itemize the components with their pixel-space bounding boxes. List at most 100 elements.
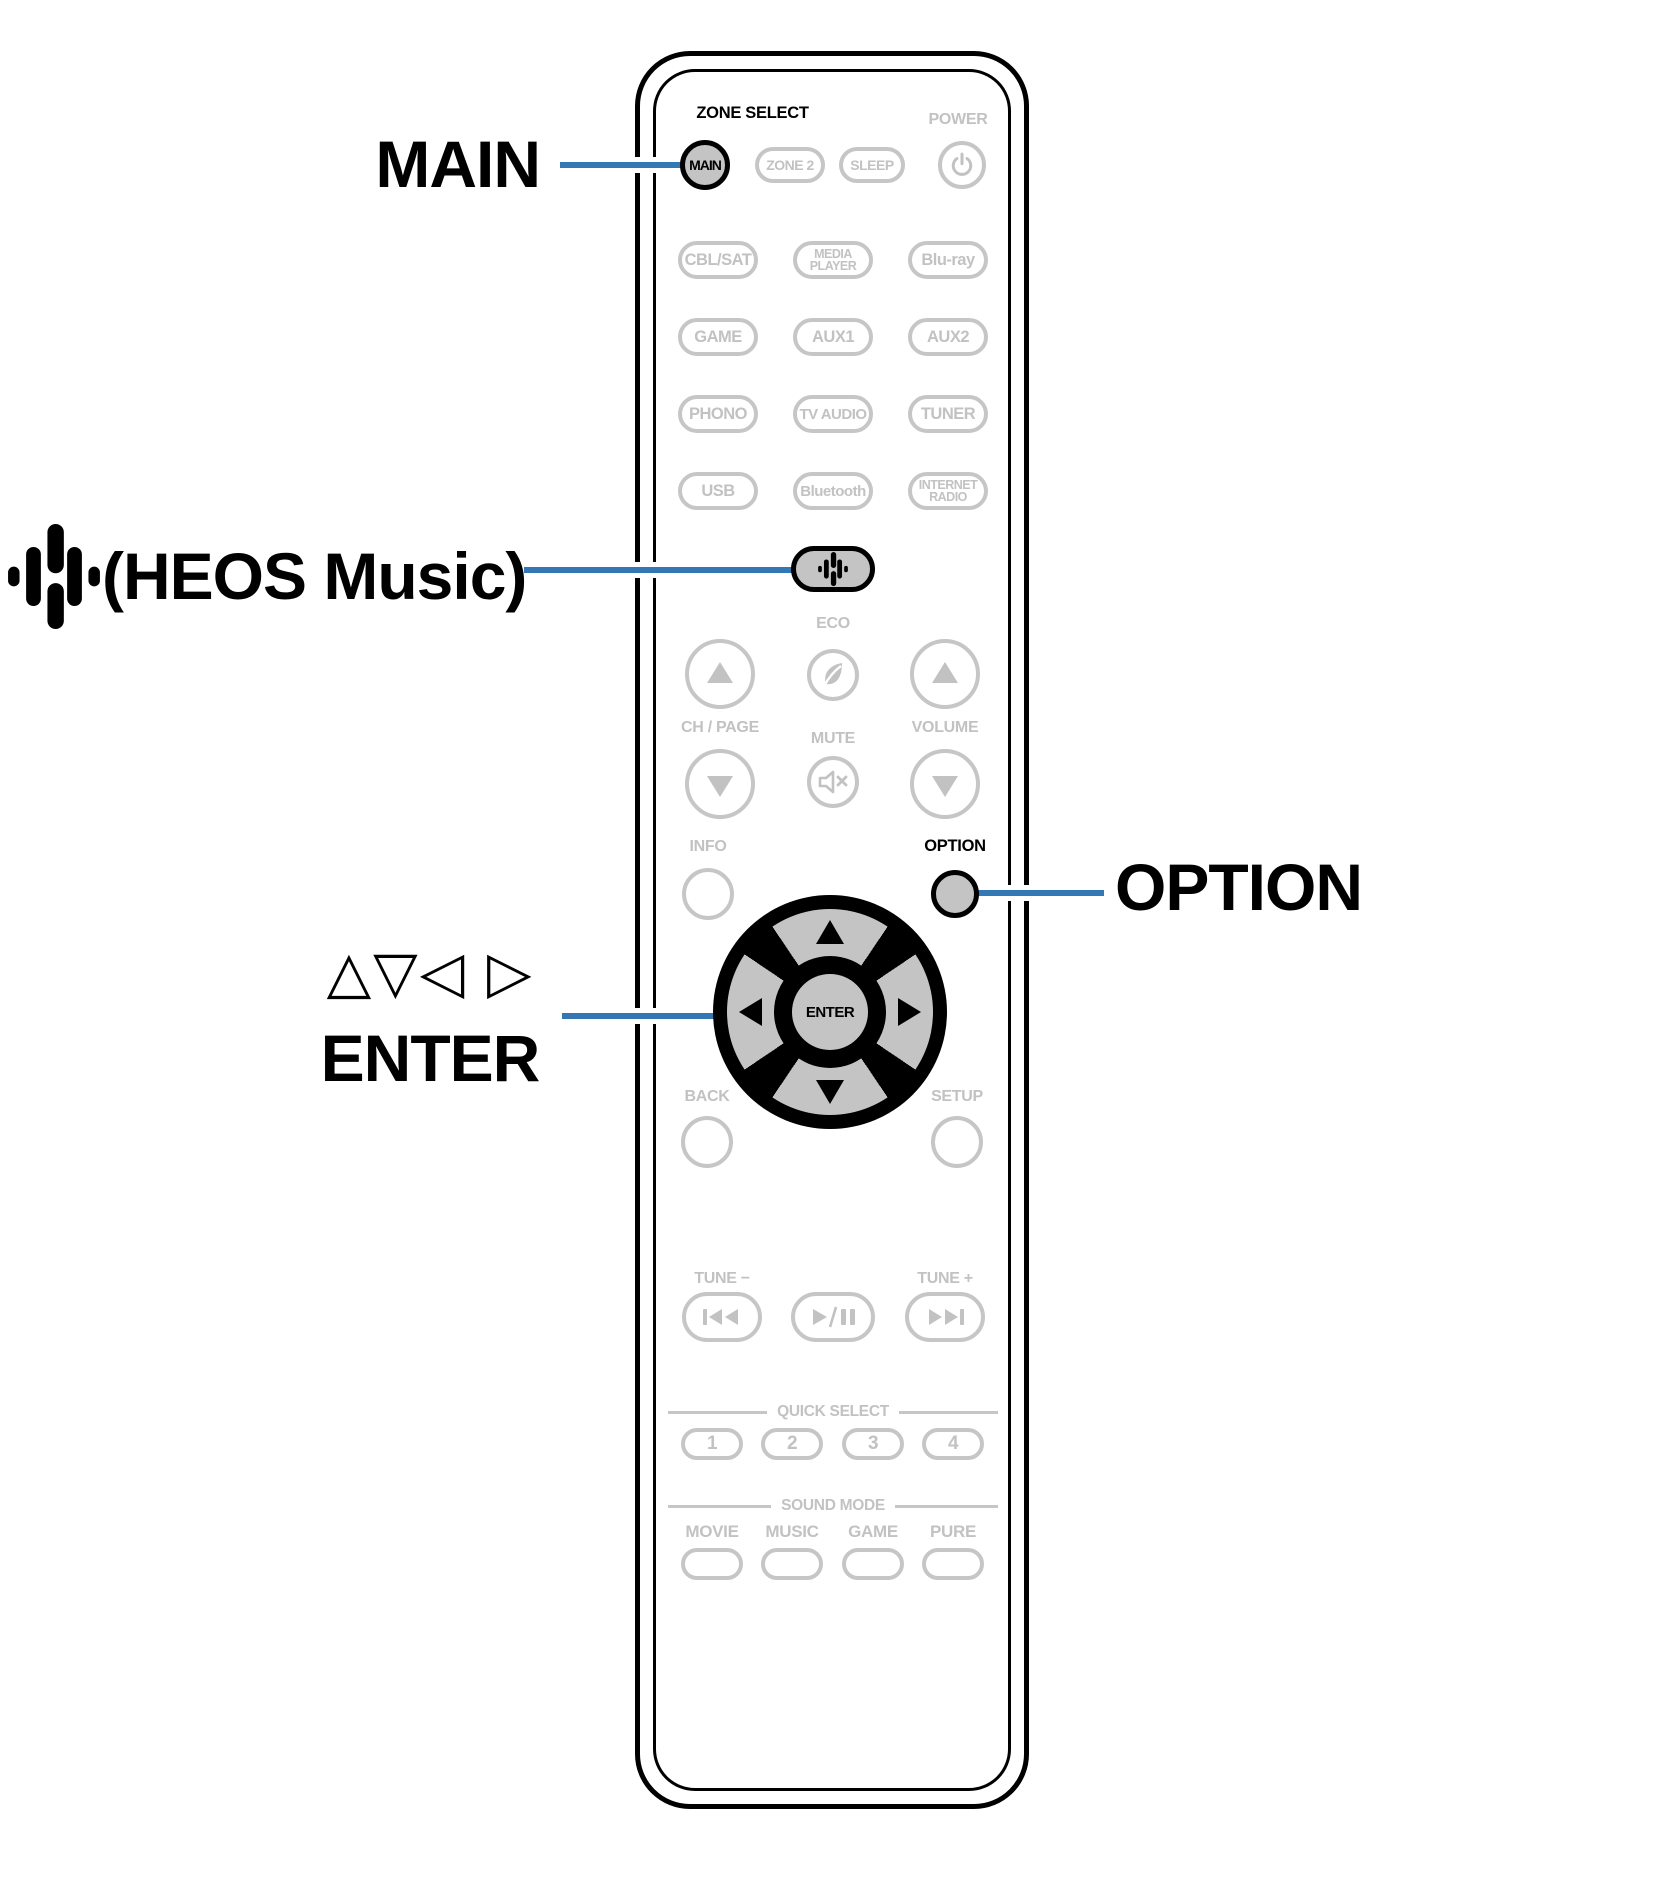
cursor-left-icon: [739, 998, 762, 1026]
heos-music-button[interactable]: [791, 546, 875, 592]
mute-button[interactable]: [807, 756, 859, 808]
volume-label: VOLUME: [911, 719, 979, 736]
sound-mode-movie-button[interactable]: [681, 1548, 743, 1580]
source-internet-radio-button[interactable]: INTERNET RADIO: [908, 472, 988, 510]
zone2-button-label: ZONE 2: [766, 157, 814, 173]
eco-label: ECO: [816, 615, 850, 632]
source-label: MEDIA: [814, 247, 852, 261]
sound-mode-header: SOUND MODE: [668, 1497, 999, 1514]
source-label: CBL/SAT: [684, 250, 752, 269]
power-button[interactable]: [938, 141, 986, 189]
option-callout-label: OPTION: [1115, 850, 1363, 924]
eco-button[interactable]: [807, 649, 859, 701]
cursor-down-icon: [816, 1080, 844, 1104]
setup-button[interactable]: [931, 1116, 983, 1168]
volume-down-button[interactable]: [910, 749, 980, 819]
quick-select-label: QUICK SELECT: [777, 1403, 889, 1420]
source-blu-ray-button[interactable]: Blu-ray: [908, 241, 988, 279]
tune-plus-label: TUNE +: [917, 1270, 973, 1287]
source-label: USB: [701, 481, 735, 500]
heos-callout-label: (HEOS Music): [102, 538, 527, 613]
source-tuner-button[interactable]: TUNER: [908, 395, 988, 433]
cursor-up-icon: [816, 920, 844, 944]
channel-up-button[interactable]: [685, 639, 755, 709]
zone-select-label: ZONE SELECT: [696, 104, 809, 122]
movie-label: MOVIE: [685, 1522, 739, 1541]
enter-button[interactable]: ENTER: [792, 974, 868, 1050]
source-label: AUX2: [926, 327, 970, 346]
music-label: MUSIC: [765, 1522, 819, 1541]
source-usb-button[interactable]: USB: [678, 472, 758, 510]
sound-mode-label: SOUND MODE: [781, 1497, 885, 1514]
heos-wave-icon: [8, 524, 100, 629]
skip-back-button[interactable]: [682, 1292, 762, 1342]
quick-select-number: 1: [706, 1433, 718, 1454]
main-callout-line: [560, 157, 690, 173]
zone2-button[interactable]: ZONE 2: [755, 147, 825, 183]
quick-select-4-button[interactable]: 4: [922, 1428, 984, 1460]
source-label: Blu-ray: [921, 250, 975, 269]
heos-callout-line: [524, 562, 798, 578]
quick-select-2-button[interactable]: 2: [761, 1428, 823, 1460]
play-pause-button[interactable]: [791, 1292, 875, 1342]
source-label: AUX1: [811, 327, 855, 346]
sound-mode-music-button[interactable]: [761, 1548, 823, 1580]
volume-up-button[interactable]: [910, 639, 980, 709]
play-pause-icon: [813, 1306, 855, 1328]
heos-callout: (HEOS Music): [8, 524, 527, 629]
up-triangle-icon: [707, 661, 733, 683]
skip-forward-icon: [929, 1309, 964, 1325]
ch-page-label: CH / PAGE: [681, 719, 759, 736]
source-media-player-button[interactable]: MEDIA PLAYER: [793, 241, 873, 279]
quick-select-number: 3: [867, 1433, 879, 1454]
source-bluetooth-button[interactable]: Bluetooth: [793, 472, 873, 510]
setup-label: SETUP: [931, 1088, 983, 1105]
main-callout-label: MAIN: [375, 127, 541, 201]
mute-label: MUTE: [810, 730, 856, 747]
option-button[interactable]: [931, 870, 979, 918]
skip-forward-button[interactable]: [905, 1292, 985, 1342]
back-button[interactable]: [681, 1116, 733, 1168]
source-tv-audio-button[interactable]: TV AUDIO: [793, 395, 873, 433]
down-triangle-icon: [707, 775, 733, 797]
source-aux1-button[interactable]: AUX1: [793, 318, 873, 356]
enter-button-label: ENTER: [805, 1003, 855, 1021]
power-label: POWER: [928, 111, 988, 128]
remote-body-inner-outline: [653, 69, 1011, 1791]
mute-icon: [818, 770, 848, 794]
sound-mode-game-button[interactable]: [842, 1548, 904, 1580]
main-button[interactable]: MAIN: [680, 140, 730, 190]
option-button-label: OPTION: [924, 837, 986, 855]
info-button[interactable]: [682, 868, 734, 920]
sound-mode-pure-button[interactable]: [922, 1548, 984, 1580]
quick-select-3-button[interactable]: 3: [842, 1428, 904, 1460]
enter-callout-label: ENTER: [320, 1021, 541, 1095]
source-phono-button[interactable]: PHONO: [678, 395, 758, 433]
info-label: INFO: [689, 838, 727, 855]
source-label: GAME: [694, 327, 742, 346]
channel-down-button[interactable]: [685, 749, 755, 819]
option-callout-line: [974, 885, 1104, 901]
source-game-button[interactable]: GAME: [678, 318, 758, 356]
source-aux2-button[interactable]: AUX2: [908, 318, 988, 356]
skip-back-icon: [703, 1309, 738, 1325]
source-label: TUNER: [920, 404, 976, 423]
divider: [894, 1504, 999, 1508]
game-label: GAME: [848, 1522, 898, 1541]
source-cbl-sat-button[interactable]: CBL/SAT: [678, 241, 758, 279]
cursor-pad[interactable]: ENTER: [713, 895, 947, 1129]
divider: [668, 1410, 768, 1414]
source-label: Bluetooth: [800, 482, 866, 500]
divider: [898, 1410, 999, 1414]
quick-select-1-button[interactable]: 1: [681, 1428, 743, 1460]
quick-select-number: 4: [947, 1433, 959, 1454]
down-triangle-icon: [932, 775, 958, 797]
sleep-button[interactable]: SLEEP: [839, 147, 905, 183]
enter-callout-line: [562, 1008, 718, 1024]
source-label: TV AUDIO: [799, 405, 867, 423]
eco-leaf-icon: [822, 663, 842, 687]
sleep-button-label: SLEEP: [850, 157, 894, 173]
pure-label: PURE: [929, 1522, 977, 1541]
source-label: INTERNET: [918, 478, 978, 492]
